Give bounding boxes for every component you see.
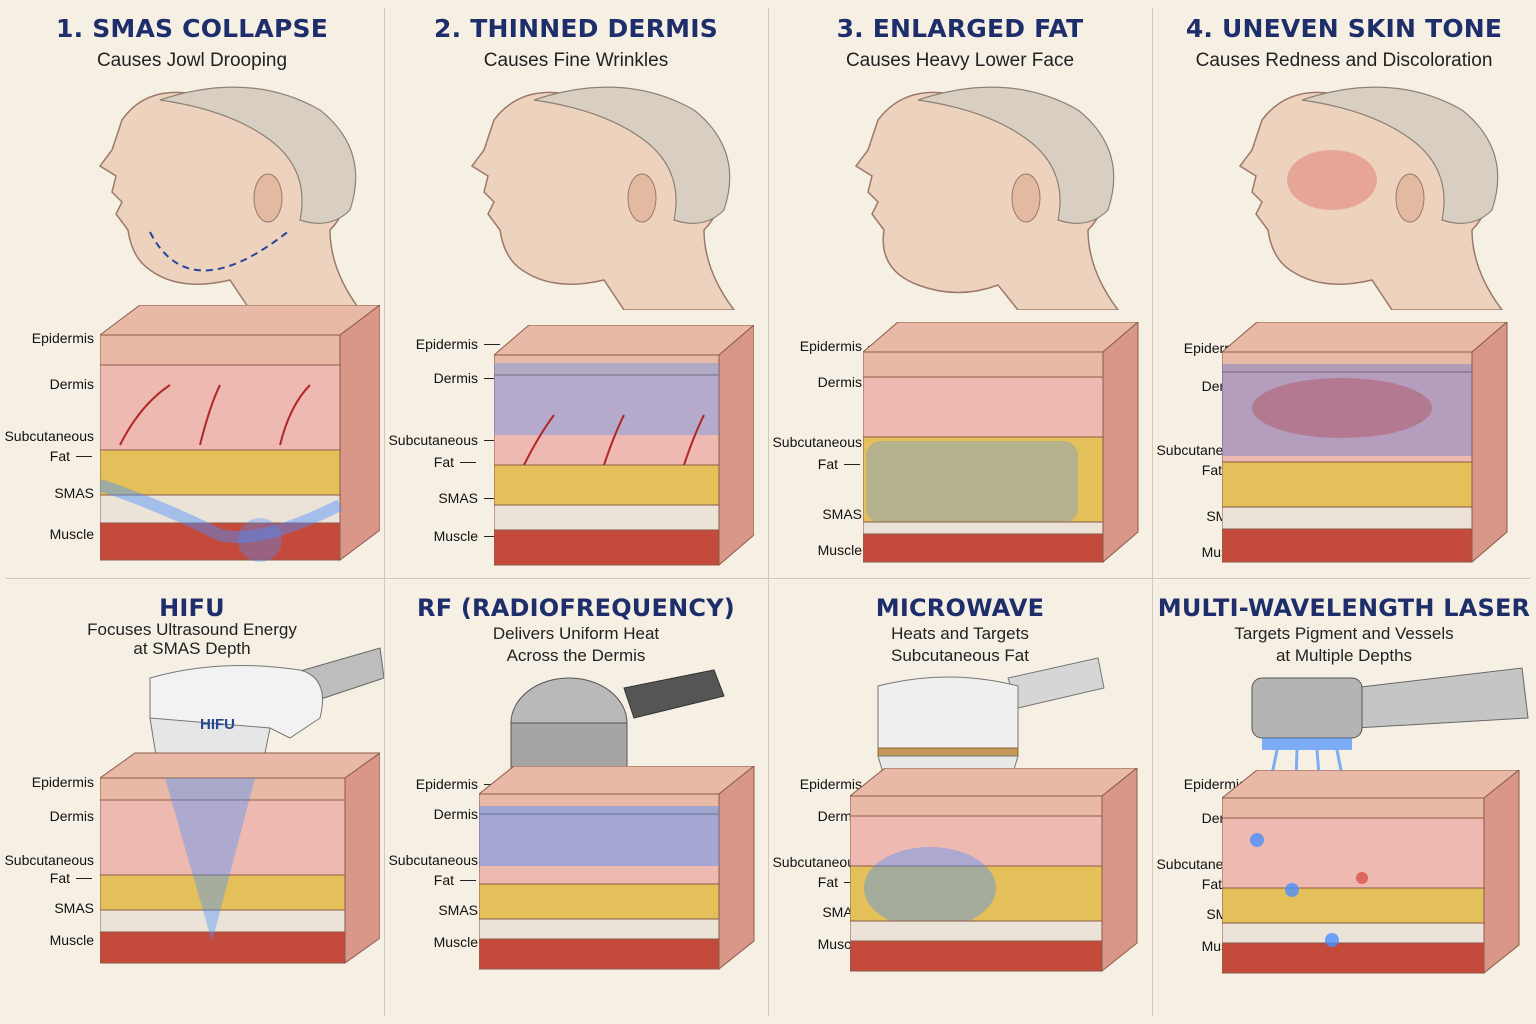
panel-microwave: MICROWAVE Heats and Targets Subcutaneous… xyxy=(768,578,1152,1024)
panel-thinned-dermis: 2. THINNED DERMIS Causes Fine Wrinkles E… xyxy=(384,0,768,567)
panel-subtitle-line2: at SMAS Depth xyxy=(133,639,251,658)
panel-subtitle-line2: Subcutaneous Fat xyxy=(891,646,1029,665)
label-dermis: Dermis xyxy=(433,806,501,822)
panel-subtitle: Causes Redness and Discoloration xyxy=(1195,50,1493,71)
panel-subtitle-line2: at Multiple Depths xyxy=(1275,646,1413,665)
label-smas: SMAS xyxy=(438,902,500,918)
label-dermis: Dermis xyxy=(817,374,885,390)
label-dermis: Dermis xyxy=(49,808,117,824)
panel-subtitle-line1: Delivers Uniform Heat xyxy=(492,624,660,643)
label-muscle: Muscle xyxy=(49,526,117,542)
label-fat: Fat xyxy=(817,874,861,890)
skin-cross-section xyxy=(494,325,754,567)
panel-title: MULTI-WAVELENGTH LASER xyxy=(1157,594,1531,622)
panel-title: 3. ENLARGED FAT xyxy=(836,14,1084,43)
divider xyxy=(768,8,769,1016)
label-epidermis: Epidermis xyxy=(415,776,501,792)
label-fat: Fat xyxy=(433,454,477,470)
label-smas: SMAS xyxy=(438,490,500,506)
label-fat: Fat xyxy=(49,448,93,464)
label-subcutaneous: Subcutaneous xyxy=(772,854,884,870)
skin-cross-section xyxy=(850,768,1138,973)
label-epidermis: Epidermis xyxy=(31,774,117,790)
label-smas: SMAS xyxy=(822,506,884,522)
divider xyxy=(384,8,385,1016)
label-subcutaneous: Subcutaneous xyxy=(388,852,500,868)
skin-cross-section xyxy=(863,322,1139,564)
divider xyxy=(6,578,1530,579)
panel-title: HIFU xyxy=(159,594,225,622)
label-epidermis: Epidermis xyxy=(415,336,501,352)
panel-title: RF (RADIOFREQUENCY) xyxy=(417,594,735,622)
label-muscle: Muscle xyxy=(433,528,501,544)
skin-cross-section xyxy=(100,752,380,964)
label-epidermis: Epidermis xyxy=(799,338,885,354)
panel-subtitle: Causes Heavy Lower Face xyxy=(845,50,1075,71)
label-smas: SMAS xyxy=(54,900,116,916)
panel-subtitle-line2: Across the Dermis xyxy=(506,646,646,665)
panel-title: 1. SMAS COLLAPSE xyxy=(56,14,328,43)
panel-hifu: HIFU Focuses Ultrasound Energy at SMAS D… xyxy=(0,578,384,1024)
face-profile-illustration xyxy=(1238,86,1503,310)
face-profile-illustration xyxy=(470,86,735,310)
panel-enlarged-fat: 3. ENLARGED FAT Causes Heavy Lower Face … xyxy=(768,0,1152,564)
panel-subtitle-line1: Targets Pigment and Vessels xyxy=(1234,624,1454,643)
panel-subtitle: Causes Jowl Drooping xyxy=(96,50,288,71)
skin-cross-section xyxy=(1222,770,1520,975)
panel-rf: RF (RADIOFREQUENCY) Delivers Uniform Hea… xyxy=(384,578,768,1024)
label-muscle: Muscle xyxy=(433,934,501,950)
label-subcutaneous: Subcutaneous xyxy=(4,852,116,868)
label-epidermis: Epidermis xyxy=(31,330,117,346)
face-profile-illustration xyxy=(98,86,361,310)
face-profile-illustration xyxy=(854,86,1119,310)
panel-uneven-skin-tone: 4. UNEVEN SKIN TONE Causes Redness and D… xyxy=(1152,0,1536,564)
panel-subtitle-line1: Focuses Ultrasound Energy xyxy=(87,620,297,639)
label-fat: Fat xyxy=(433,872,477,888)
panel-title: MICROWAVE xyxy=(875,594,1045,622)
panel-title: 2. THINNED DERMIS xyxy=(434,14,718,43)
divider xyxy=(1152,8,1153,1016)
panel-title: 4. UNEVEN SKIN TONE xyxy=(1185,14,1503,43)
label-dermis: Dermis xyxy=(433,370,501,386)
label-subcutaneous: Subcutaneous xyxy=(4,428,116,444)
label-muscle: Muscle xyxy=(49,932,117,948)
label-fat: Fat xyxy=(1201,462,1245,478)
label-smas: SMAS xyxy=(54,485,116,501)
label-fat: Fat xyxy=(1201,876,1245,892)
panel-subtitle-line1: Heats and Targets xyxy=(891,624,1029,643)
panel-subtitle: Causes Fine Wrinkles xyxy=(483,50,669,71)
label-dermis: Dermis xyxy=(49,376,117,392)
device-label: HIFU xyxy=(200,716,235,733)
panel-laser: MULTI-WAVELENGTH LASER Targets Pigment a… xyxy=(1152,578,1536,1024)
label-subcutaneous: Subcutaneous xyxy=(388,432,500,448)
label-muscle: Muscle xyxy=(817,542,885,558)
label-subcutaneous: Subcutaneous xyxy=(772,434,884,450)
label-fat: Fat xyxy=(49,870,93,886)
skin-cross-section xyxy=(479,766,755,971)
label-fat: Fat xyxy=(817,456,861,472)
skin-cross-section xyxy=(1222,322,1508,564)
panel-smas-collapse: 1. SMAS COLLAPSE Causes Jowl Drooping Ep… xyxy=(0,0,384,562)
skin-cross-section xyxy=(100,305,380,562)
